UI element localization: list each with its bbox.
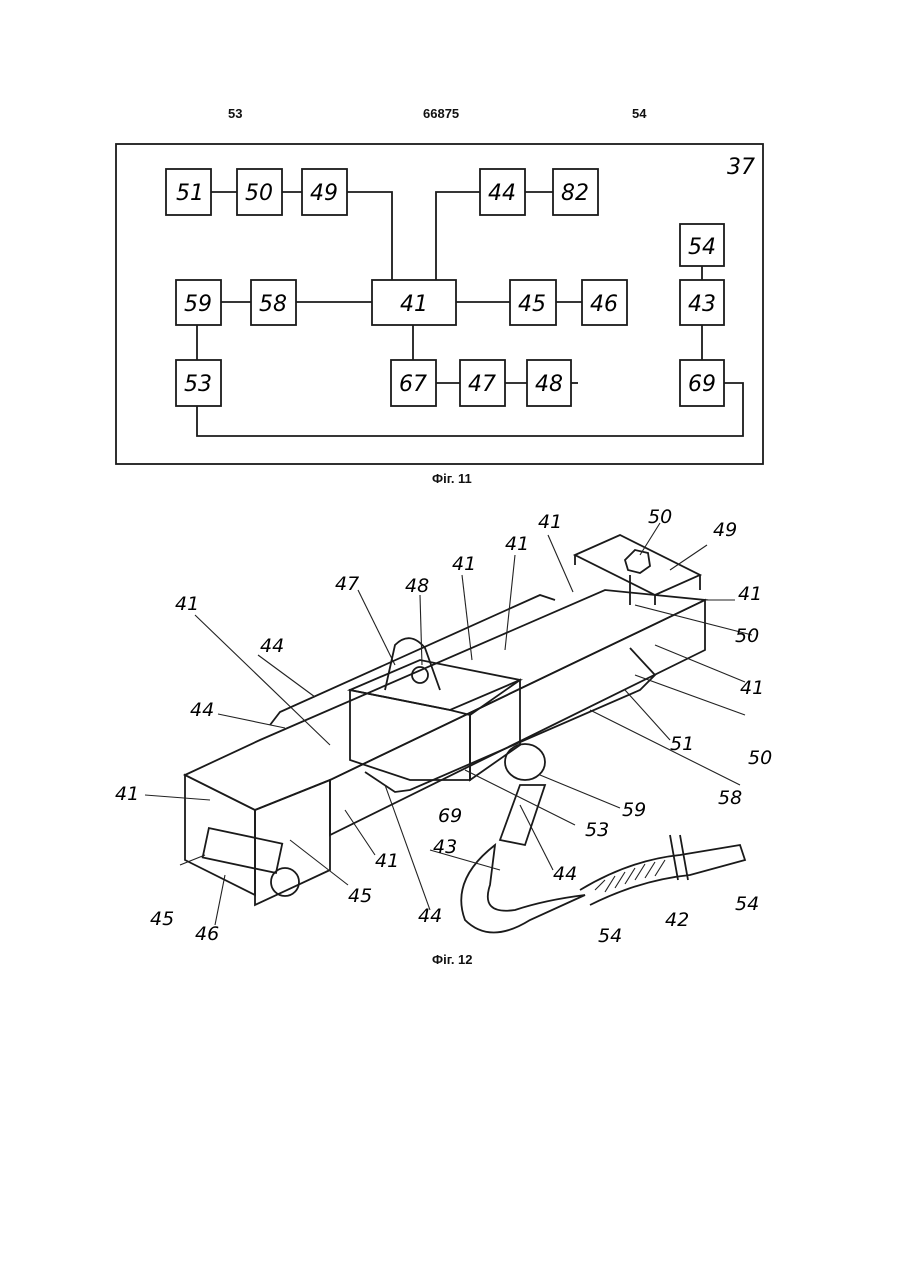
sleeve-top bbox=[350, 660, 520, 710]
block-59-label: 59 bbox=[184, 292, 212, 317]
ring-59 bbox=[505, 744, 545, 780]
label-43: 43 bbox=[433, 836, 457, 858]
label-59: 59 bbox=[622, 799, 646, 821]
label-45: 45 bbox=[348, 885, 372, 907]
rope bbox=[580, 845, 745, 905]
link-53 bbox=[500, 785, 545, 845]
fig12-device-drawing: 41 41 41 41 41 41 41 41 44 44 44 44 45 4… bbox=[0, 490, 901, 950]
block-43-label: 43 bbox=[688, 292, 716, 317]
bracket-plate bbox=[575, 535, 700, 595]
label-48: 48 bbox=[405, 575, 429, 597]
label-44: 44 bbox=[260, 635, 284, 657]
label-41: 41 bbox=[175, 593, 199, 615]
label-47: 47 bbox=[335, 573, 359, 595]
block-50-label: 50 bbox=[245, 181, 273, 206]
tube bbox=[203, 828, 283, 873]
block-67-label: 67 bbox=[399, 372, 427, 397]
label-45: 45 bbox=[150, 908, 174, 930]
sleeve-front bbox=[350, 690, 470, 780]
beam-top-face bbox=[185, 590, 705, 810]
label-46: 46 bbox=[195, 923, 219, 945]
block-44-label: 44 bbox=[488, 181, 516, 206]
block-41-label: 41 bbox=[400, 292, 428, 317]
block-47-label: 47 bbox=[468, 372, 496, 397]
label-50: 50 bbox=[748, 747, 772, 769]
block-82-label: 82 bbox=[561, 181, 589, 206]
label-51: 51 bbox=[670, 733, 694, 755]
fig12-caption: Фіг. 12 bbox=[432, 952, 473, 967]
label-41: 41 bbox=[505, 533, 529, 555]
label-44: 44 bbox=[190, 699, 214, 721]
block-45-label: 45 bbox=[518, 292, 546, 317]
label-50: 50 bbox=[735, 625, 759, 647]
fig11-block-diagram: 37 51 50 49 44 82 54 59 58 41 45 46 43 bbox=[0, 0, 901, 480]
block-58-label: 58 bbox=[259, 292, 287, 317]
block-46-label: 46 bbox=[590, 292, 618, 317]
block-48-label: 48 bbox=[535, 372, 563, 397]
label-41: 41 bbox=[115, 783, 139, 805]
sleeve-side bbox=[470, 680, 520, 780]
fig11-caption: Фіг. 11 bbox=[432, 471, 472, 486]
bolt-head bbox=[625, 550, 650, 573]
block-69-label: 69 bbox=[688, 372, 716, 397]
lug-hole bbox=[412, 667, 428, 683]
rod-upper bbox=[270, 595, 555, 725]
block-51-label: 51 bbox=[176, 181, 204, 206]
block-49-label: 49 bbox=[310, 181, 338, 206]
label-41: 41 bbox=[738, 583, 762, 605]
label-44: 44 bbox=[553, 863, 577, 885]
beam-side-face bbox=[330, 600, 705, 835]
fig11-frame-label: 37 bbox=[727, 155, 755, 180]
label-54: 54 bbox=[735, 893, 759, 915]
label-69: 69 bbox=[438, 805, 462, 827]
label-41: 41 bbox=[452, 553, 476, 575]
label-58: 58 bbox=[718, 787, 742, 809]
label-49: 49 bbox=[713, 519, 737, 541]
label-42: 42 bbox=[665, 909, 689, 931]
label-41: 41 bbox=[740, 677, 764, 699]
label-41: 41 bbox=[375, 850, 399, 872]
label-41: 41 bbox=[538, 511, 562, 533]
block-54-label: 54 bbox=[688, 235, 716, 260]
label-44: 44 bbox=[418, 905, 442, 927]
label-54: 54 bbox=[598, 925, 622, 947]
thimble bbox=[461, 845, 585, 933]
label-53: 53 bbox=[585, 819, 609, 841]
rod-lower bbox=[365, 648, 655, 792]
block-53-label: 53 bbox=[184, 372, 212, 397]
label-50: 50 bbox=[648, 506, 672, 528]
